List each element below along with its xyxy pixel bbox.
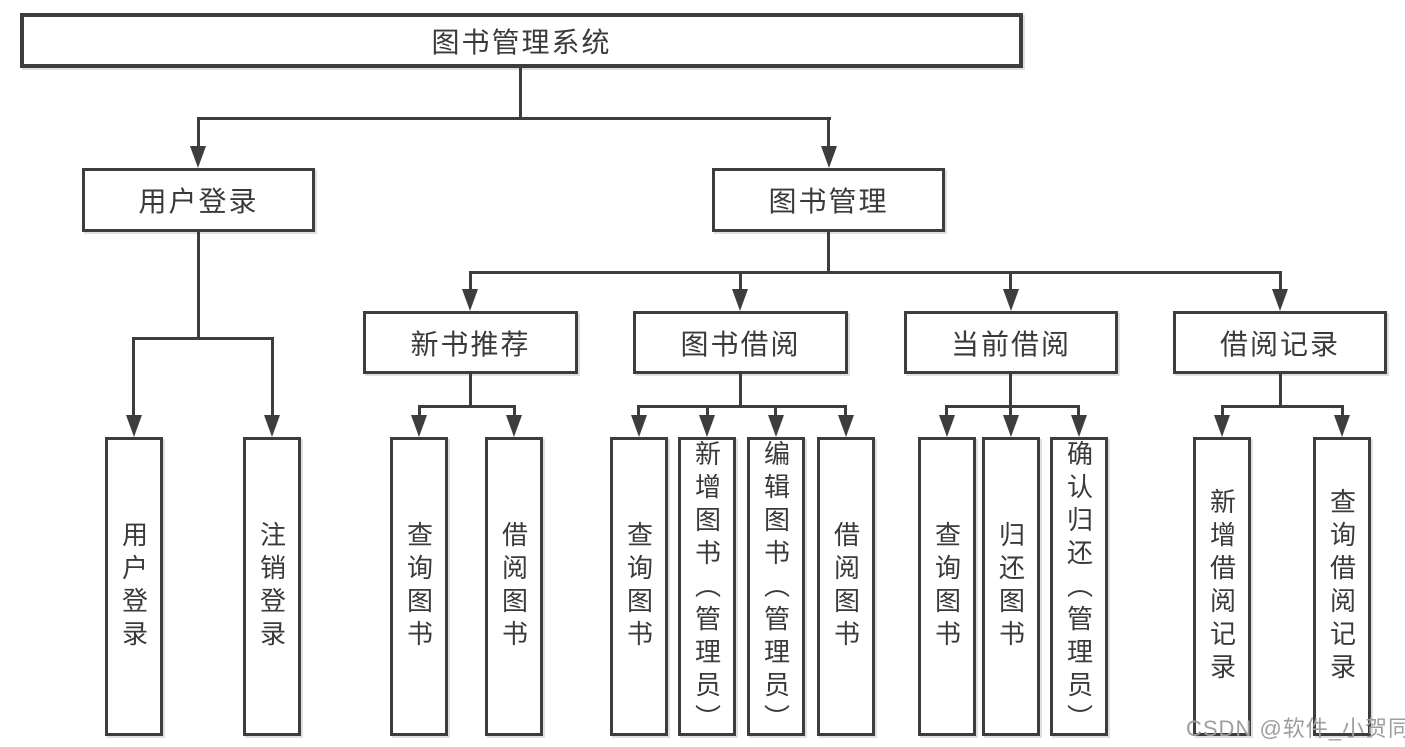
node-book-borrowing: 图书借阅 [633, 311, 848, 374]
arrow-borrowing-records [1272, 289, 1288, 311]
connector-l3-stub [739, 271, 742, 295]
arrow-current-borrowing [1003, 289, 1019, 311]
leaf-user-login: 用户登录 [105, 437, 163, 736]
connector-l3-stub [1009, 271, 1012, 295]
arrow-leaf-logout [264, 415, 280, 437]
connector-leaf-stub [945, 405, 948, 421]
connector-leaf-stub [706, 405, 709, 421]
leaf-borrow-books: 借阅图书 [817, 437, 875, 736]
connector-leaf-stub [637, 405, 640, 421]
connector-borrow-rail [637, 405, 845, 408]
node-new-book-recommendation: 新书推荐 [363, 311, 578, 374]
node-current-borrowing: 当前借阅 [904, 311, 1118, 374]
arrow-leaf-query-borrow-record [1334, 415, 1350, 437]
arrow-user-login [190, 146, 206, 168]
node-borrowing-records: 借阅记录 [1173, 311, 1387, 374]
connector-l3-stub [469, 271, 472, 295]
connector-book-mgmt-stub [827, 117, 830, 152]
arrow-leaf-query-books-current [939, 415, 955, 437]
connector-records-rail [1221, 405, 1343, 408]
arrow-leaf-query-books-rec [411, 415, 427, 437]
arrow-leaf-add-books [699, 415, 715, 437]
arrow-book-mgmt [821, 146, 837, 168]
connector-leaf-stub [132, 337, 135, 422]
connector-user-login-stub [197, 117, 200, 152]
connector-leaf-stub [418, 405, 421, 421]
connector-rec-stem [469, 374, 472, 408]
leaf-logout: 注销登录 [243, 437, 301, 736]
connector-rec-rail [418, 405, 516, 408]
connector-book-mgmt-stem [827, 232, 830, 274]
arrow-leaf-borrow-books-rec [506, 415, 522, 437]
node-library-management-system: 图书管理系统 [20, 13, 1023, 68]
leaf-query-books-current: 查询图书 [918, 437, 976, 736]
csdn-watermark: CSDN @软件_小贺同学 [1186, 716, 1405, 741]
connector-leaf-stub [1077, 405, 1080, 421]
arrow-book-borrowing [732, 289, 748, 311]
connector-leaf-stub [271, 337, 274, 422]
leaf-borrow-books-recommend: 借阅图书 [485, 437, 543, 736]
connector-current-rail [945, 405, 1079, 408]
connector-leaf-stub [1341, 405, 1344, 421]
connector-l3-stub [1279, 271, 1282, 295]
leaf-query-books-recommend: 查询图书 [390, 437, 448, 736]
leaf-add-borrow-record: 新增借阅记录 [1193, 437, 1251, 736]
connector-leaf-stub [1009, 405, 1012, 421]
arrow-new-book-recommendation [462, 289, 478, 311]
connector-borrow-stem [739, 374, 742, 408]
node-book-management: 图书管理 [712, 168, 945, 232]
connector-leaf-stub [513, 405, 516, 421]
node-user-login: 用户登录 [82, 168, 315, 232]
connector-leaf-stub [1221, 405, 1224, 421]
leaf-return-books: 归还图书 [982, 437, 1040, 736]
arrow-leaf-edit-books [768, 415, 784, 437]
arrow-leaf-add-borrow-record [1214, 415, 1230, 437]
leaf-add-books-admin: 新增图书（管理员） [678, 437, 736, 737]
leaf-query-borrow-record: 查询借阅记录 [1313, 437, 1371, 736]
connector-user-login-rail [132, 337, 274, 340]
leaf-edit-books-admin: 编辑图书（管理员） [747, 437, 805, 737]
connector-level1-rail [197, 117, 831, 120]
connector-level3-rail [469, 271, 1282, 274]
arrow-leaf-return-books [1003, 415, 1019, 437]
connector-current-stem [1009, 374, 1012, 408]
arrow-leaf-confirm-return [1071, 415, 1087, 437]
connector-root-stem [519, 68, 522, 120]
arrow-leaf-query-books-borrow [631, 415, 647, 437]
arrow-leaf-user-login [126, 415, 142, 437]
connector-user-login-stem [197, 232, 200, 340]
connector-leaf-stub [774, 405, 777, 421]
arrow-leaf-borrow-books [838, 415, 854, 437]
leaf-confirm-return-admin: 确认归还（管理员） [1050, 437, 1108, 737]
connector-records-stem [1279, 374, 1282, 408]
connector-leaf-stub [844, 405, 847, 421]
leaf-query-books-borrowing: 查询图书 [610, 437, 668, 736]
